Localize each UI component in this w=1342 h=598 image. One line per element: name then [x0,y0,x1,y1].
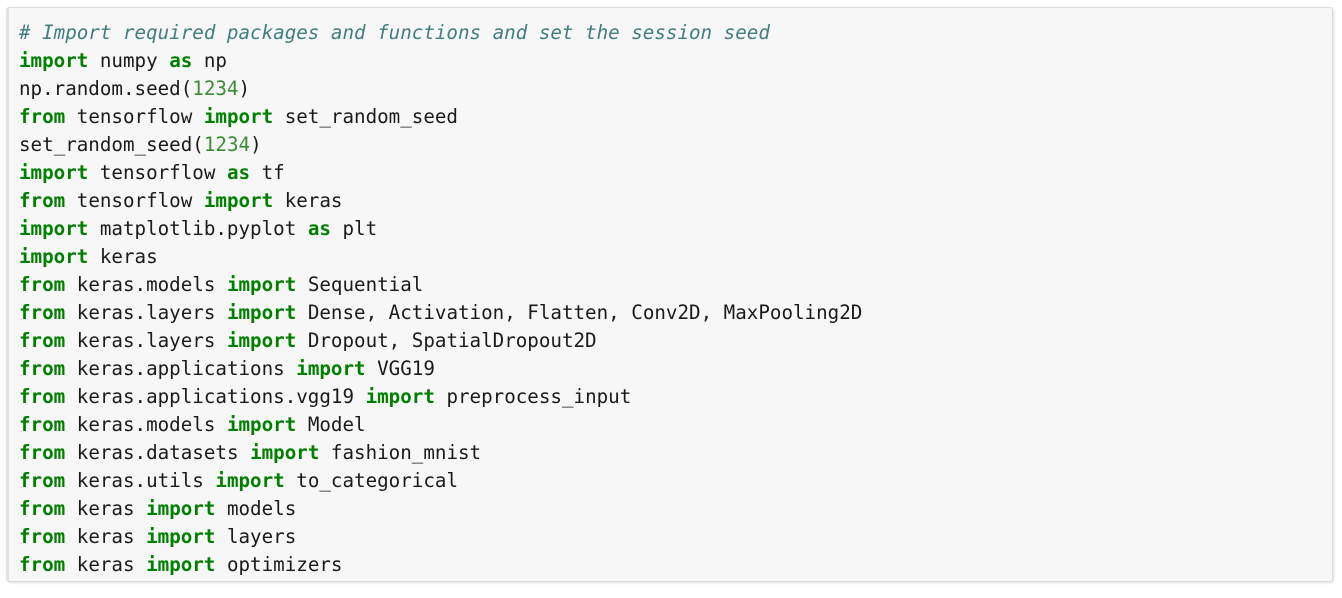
code-token-kw: import [226,273,297,296]
code-token-name: keras.utils [65,469,216,492]
code-token-name: keras.datasets [65,441,251,464]
code-token-name: to_categorical [284,469,458,492]
code-token-kw: from [19,469,66,492]
code-line: from keras.datasets import fashion_mnist [19,439,1332,467]
code-token-kw: from [19,525,66,548]
code-line: from keras.layers import Dense, Activati… [19,299,1332,327]
code-line: import numpy as np [19,47,1332,75]
code-line: np.random.seed(1234) [19,75,1332,103]
code-token-kw: import [146,553,216,576]
code-token-kw: import [203,105,274,128]
code-token-name: keras.models [65,273,227,296]
code-token-kw: import [19,161,89,184]
code-token-name: fashion_mnist [319,441,482,464]
code-token-kw: import [19,245,89,268]
code-token-kw: import [203,189,274,212]
code-token-kw: from [19,413,66,436]
code-line: from tensorflow import keras [19,187,1332,215]
code-token-name: plt [330,217,378,240]
code-token-name: tensorflow [65,105,204,128]
code-token-kw: as [307,217,331,240]
code-line: set_random_seed(1234) [19,131,1332,159]
code-token-kw: import [146,497,216,520]
code-token-kw: from [19,329,66,352]
code-token-kw: import [226,301,297,324]
code-line: # Import required packages and functions… [19,19,1332,47]
code-token-name: tf [250,161,285,184]
code-token-name: keras [88,245,158,268]
code-token-kw: import [215,469,285,492]
code-token-comment: # Import required packages and functions… [19,21,770,44]
code-line: import keras [19,243,1332,271]
code-token-name: numpy [88,49,170,72]
code-line: from keras import layers [19,523,1332,551]
code-token-name: Dense, Activation, Flatten, Conv2D, MaxP… [296,301,863,324]
code-token-name: Dropout, SpatialDropout2D [296,329,597,352]
code-token-kw: from [19,357,66,380]
code-token-kw: as [226,161,251,184]
code-token-kw: import [226,329,297,352]
code-token-kw: from [19,105,66,128]
code-line: from tensorflow import set_random_seed [19,103,1332,131]
code-token-kw: from [19,385,66,408]
code-token-kw: from [19,441,66,464]
code-editor-text[interactable]: # Import required packages and functions… [19,19,1332,581]
code-cell[interactable]: # Import required packages and functions… [6,7,1333,582]
code-token-name: keras.layers [65,329,227,352]
code-token-name: layers [215,525,297,548]
code-line: from keras.applications.vgg19 import pre… [19,383,1332,411]
code-line: from keras.models import Model [19,411,1332,439]
code-token-name: preprocess_input [434,385,632,408]
code-token-name: optimizers [215,553,343,576]
code-token-num: 1234 [192,77,239,100]
code-token-kw: import [250,441,320,464]
code-token-name: tensorflow [65,189,204,212]
code-line: from keras import optimizers [19,551,1332,579]
code-token-name: np [192,49,227,72]
code-line: from keras.layers import Dropout, Spatia… [19,327,1332,355]
code-token-name: VGG19 [365,357,435,380]
code-token-kw: from [19,301,66,324]
code-token-name: tensorflow [88,161,227,184]
code-line: from keras.utils import to_categorical [19,467,1332,495]
code-token-name: keras.models [65,413,227,436]
code-token-name: keras [65,553,147,576]
code-token-kw: from [19,553,66,576]
code-token-num: 1234 [203,133,251,156]
code-token-kw: import [226,413,297,436]
code-token-kw: import [146,525,216,548]
code-line: from keras import models [19,495,1332,523]
code-token-name: set_random_seed( [19,133,204,156]
code-token-name: Model [296,413,366,436]
code-token-name: keras [65,497,147,520]
code-token-name: Sequential [296,273,424,296]
code-token-name: models [215,497,297,520]
code-token-kw: import [365,385,435,408]
code-line: import matplotlib.pyplot as plt [19,215,1332,243]
code-line: import tensorflow as tf [19,159,1332,187]
code-token-name: matplotlib.pyplot [88,217,308,240]
code-token-kw: import [19,217,89,240]
code-token-name: keras.layers [65,301,227,324]
code-line: from keras.models import Sequential [19,271,1332,299]
code-token-name: np.random.seed( [19,77,193,100]
code-token-name: ) [250,133,262,156]
code-token-name: keras [65,525,147,548]
code-line: from keras.applications import VGG19 [19,355,1332,383]
code-token-kw: from [19,189,66,212]
code-token-name: ) [238,77,251,100]
code-token-kw: as [169,49,193,72]
code-token-kw: from [19,497,66,520]
code-token-name: keras.applications.vgg19 [65,385,366,408]
code-token-kw: import [19,49,89,72]
code-token-name: keras [273,189,343,212]
code-token-name: set_random_seed [273,105,458,128]
code-token-name: keras.applications [65,357,297,380]
code-token-kw: from [19,273,66,296]
code-token-kw: import [296,357,366,380]
